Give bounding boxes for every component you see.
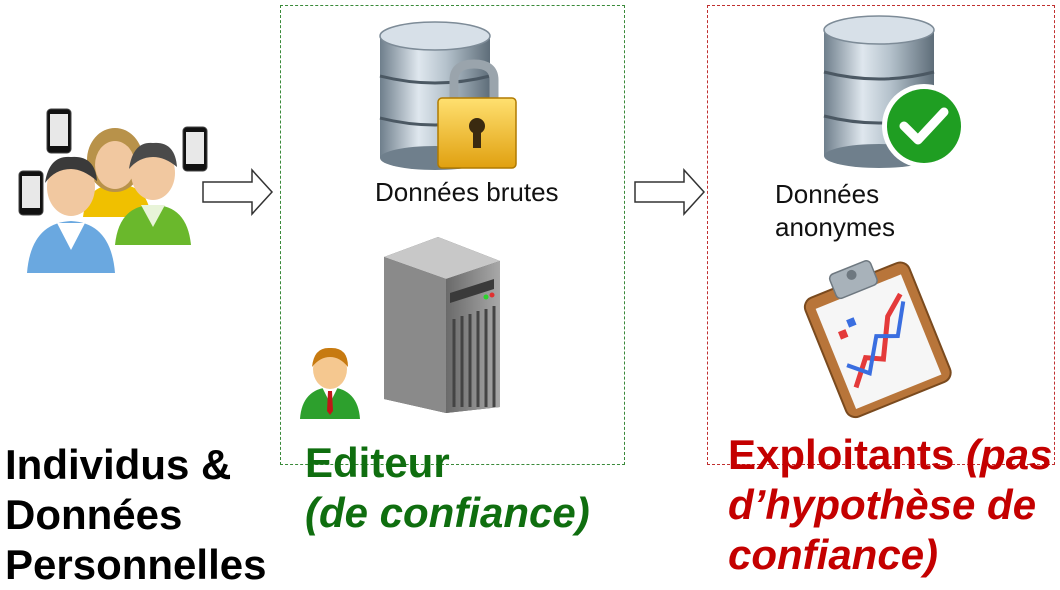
individus-title-line3: Personnelles	[5, 541, 267, 588]
anon-data-line2: anonymes	[775, 212, 895, 242]
arrow-right-icon	[202, 168, 274, 216]
trusted-user-icon	[300, 347, 360, 419]
exploitants-title-main: Exploitants	[728, 431, 955, 478]
exploitants-title-italic-3: confiance)	[728, 531, 939, 578]
individus-title-line2: Données	[5, 491, 183, 538]
arrow-right-icon	[634, 168, 706, 216]
individus-title-line1: Individus &	[5, 441, 232, 488]
exploitants-title-italic-1: (pas	[966, 431, 1053, 478]
server-icon	[384, 237, 500, 413]
editeur-zone-border	[280, 5, 625, 465]
locked-database-icon	[379, 21, 517, 170]
exploitants-zone-border	[707, 5, 1055, 465]
anon-data-label: Données anonymes	[775, 178, 895, 244]
editeur-title-line1: Editeur	[305, 439, 450, 486]
raw-data-label: Données brutes	[375, 177, 559, 207]
exploitants-title-italic-2: d’hypothèse de	[728, 481, 1037, 528]
exploitants-title: Exploitants (pas d’hypothèse de confianc…	[728, 430, 1052, 580]
verified-database-icon	[823, 15, 966, 168]
clipboard-chart-icon	[803, 260, 952, 419]
anon-data-line1: Données	[775, 179, 880, 209]
editeur-title: Editeur (de confiance)	[305, 438, 590, 538]
editeur-title-line2: (de confiance)	[305, 489, 590, 536]
individus-title: Individus & Données Personnelles	[5, 440, 266, 590]
people-with-phones-icon	[18, 108, 208, 273]
